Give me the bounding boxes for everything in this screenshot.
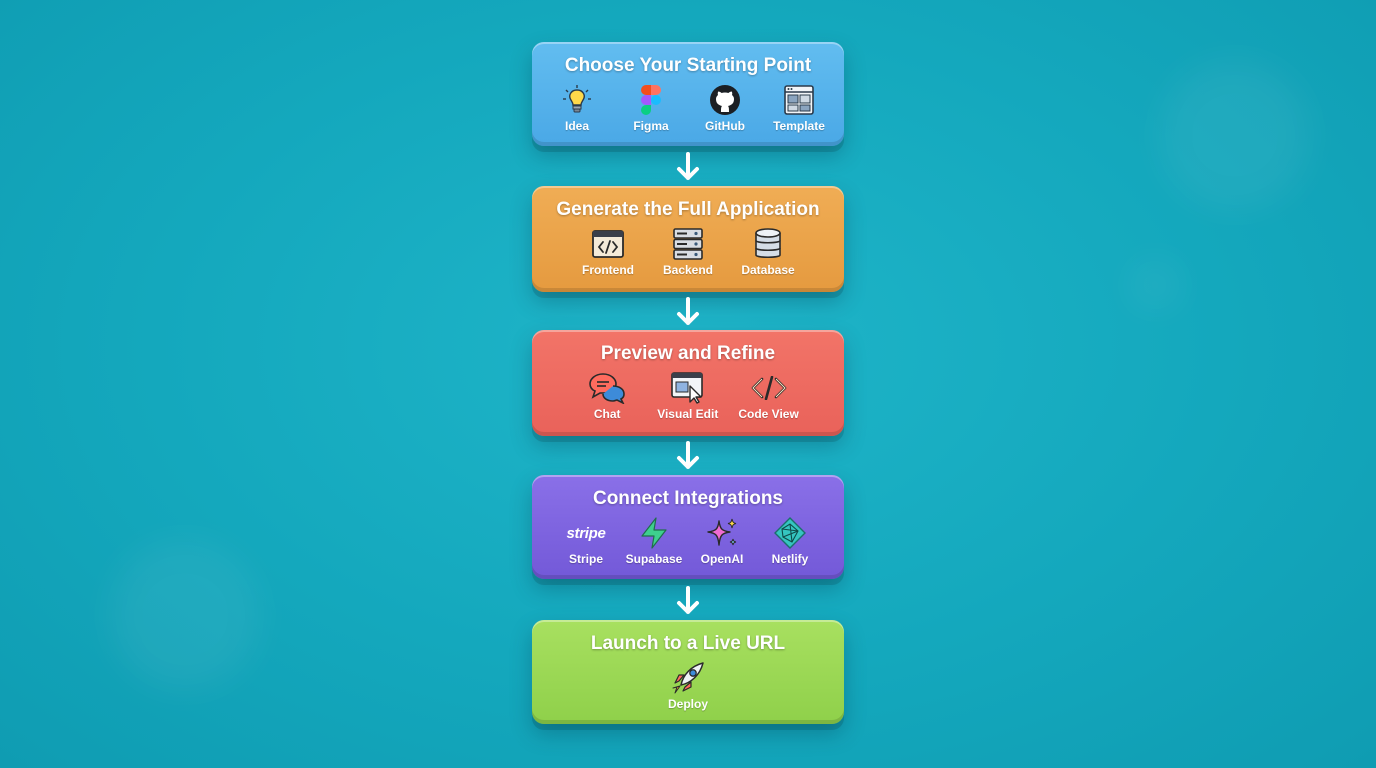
option-template: Template [769, 83, 829, 133]
option-deploy: Deploy [658, 661, 718, 711]
step-card-launch: Launch to a Live URL Deploy [532, 620, 844, 724]
option-idea: Idea [547, 83, 607, 133]
supabase-icon [636, 516, 672, 550]
background-bokeh [1130, 260, 1180, 310]
rocket-icon [670, 661, 706, 695]
down-arrow-icon [677, 152, 699, 180]
step-card-choose-starting-point: Choose Your Starting Point Idea [532, 42, 844, 146]
step-title: Launch to a Live URL [590, 633, 786, 654]
chat-bubbles-icon [589, 371, 625, 405]
background-bokeh [1160, 60, 1310, 210]
option-label: Visual Edit [657, 407, 719, 421]
server-icon [670, 227, 706, 261]
option-label: OpenAI [700, 552, 744, 566]
option-frontend: Frontend [578, 227, 638, 277]
step-title: Choose Your Starting Point [564, 55, 812, 76]
option-label: Template [773, 119, 825, 133]
down-arrow-icon [677, 586, 699, 614]
database-icon [750, 227, 786, 261]
option-label: Figma [633, 119, 669, 133]
step-title: Preview and Refine [600, 343, 776, 364]
sparkle-icon [704, 516, 740, 550]
github-icon [707, 83, 743, 117]
stripe-logo: stripe [566, 524, 606, 542]
option-label: Idea [564, 119, 589, 133]
option-github: GitHub [695, 83, 755, 133]
netlify-icon [772, 516, 808, 550]
option-openai: OpenAI [692, 516, 752, 566]
down-arrow-icon [677, 441, 699, 469]
option-label: Stripe [568, 552, 603, 566]
option-netlify: Netlify [760, 516, 820, 566]
step-card-preview-refine: Preview and Refine Chat [532, 330, 844, 436]
option-label: Frontend [582, 263, 634, 277]
option-database: Database [738, 227, 798, 277]
option-label: Database [741, 263, 795, 277]
background-bokeh [110, 540, 260, 690]
cursor-window-icon [670, 371, 706, 405]
code-window-icon [590, 227, 626, 261]
lightbulb-icon [559, 83, 595, 117]
step-title: Generate the Full Application [556, 199, 820, 220]
down-arrow-icon [677, 297, 699, 325]
figma-icon [633, 83, 669, 117]
option-code-view: Code View [738, 371, 799, 421]
option-label: Supabase [625, 552, 683, 566]
template-icon [781, 83, 817, 117]
option-stripe: stripe Stripe [556, 516, 616, 567]
step-title: Connect Integrations [592, 488, 783, 509]
step-card-generate-application: Generate the Full Application Frontend [532, 186, 844, 292]
option-visual-edit: Visual Edit [657, 371, 718, 421]
option-chat: Chat [577, 371, 637, 421]
option-label: GitHub [705, 119, 745, 133]
option-label: Code View [738, 407, 799, 421]
option-label: Netlify [771, 552, 809, 566]
option-label: Backend [662, 263, 714, 277]
option-label: Chat [593, 407, 621, 421]
code-brackets-icon [751, 371, 787, 405]
option-label: Deploy [667, 697, 708, 711]
option-supabase: Supabase [624, 516, 684, 566]
step-card-connect-integrations: Connect Integrations stripe Stripe Supab… [532, 475, 844, 579]
option-figma: Figma [621, 83, 681, 133]
option-backend: Backend [658, 227, 718, 277]
